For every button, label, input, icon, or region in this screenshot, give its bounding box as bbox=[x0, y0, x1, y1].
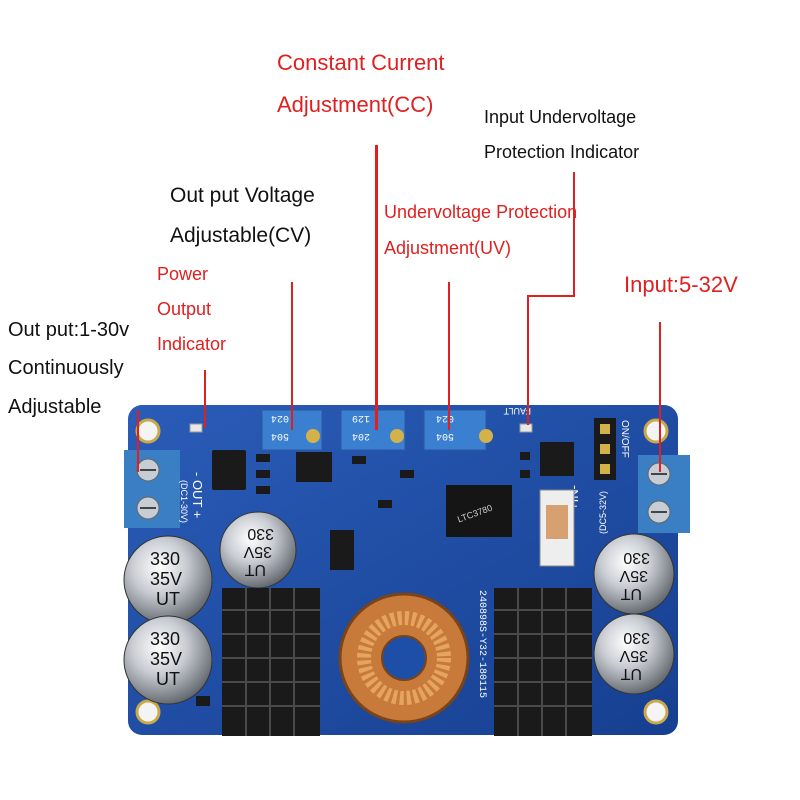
fault-led bbox=[519, 423, 533, 433]
power-label-line2: Output bbox=[157, 299, 212, 319]
cap-mid-volt: 35V bbox=[243, 543, 272, 560]
uv-pot-code: 504 bbox=[436, 430, 454, 441]
power-label-line3: Indicator bbox=[157, 334, 227, 354]
capacitor-right-bottom bbox=[593, 613, 675, 695]
uv-label-line1: Undervoltage Protection bbox=[384, 202, 578, 222]
cap-left-bottom-volt: 35V bbox=[150, 649, 182, 669]
power-led bbox=[189, 423, 203, 433]
cap-mid-value: 330 bbox=[247, 525, 274, 542]
power-pointer-line bbox=[204, 370, 206, 428]
cap-right-top-value: 330 bbox=[623, 549, 650, 566]
cc-pot-code: 204 bbox=[352, 430, 370, 441]
cc-label-line1: Constant Current bbox=[277, 50, 445, 75]
on-off-label: ON/OFF bbox=[619, 420, 630, 458]
output-pointer-line bbox=[137, 410, 139, 472]
cc-pointer-line bbox=[375, 145, 378, 430]
heatsink-right-fins bbox=[494, 588, 592, 736]
cap-right-bottom-value: 330 bbox=[623, 629, 650, 646]
cc-label-line2: Adjustment(CC) bbox=[277, 92, 434, 117]
cap-right-top-brand: UT bbox=[620, 585, 642, 602]
uv-label-line2: Adjustment(UV) bbox=[384, 238, 512, 258]
uvlo-indicator-label-line2: Protection Indicator bbox=[484, 142, 640, 162]
smd-components bbox=[196, 442, 574, 706]
uvlo-pointer-line-h bbox=[527, 295, 575, 297]
cap-right-top-volt: 35V bbox=[619, 567, 648, 584]
input-pointer-line bbox=[659, 322, 661, 472]
cv-pot-code2: 024 bbox=[271, 412, 289, 423]
cap-mid-brand: UT bbox=[244, 561, 266, 578]
power-label-line1: Power bbox=[157, 264, 209, 284]
out-label: - OUT + bbox=[190, 472, 205, 518]
cap-left-top-value: 330 bbox=[150, 549, 180, 569]
mounting-holes bbox=[135, 418, 669, 725]
cap-left-bottom-value: 330 bbox=[150, 629, 180, 649]
output-label-line3: Adjustable bbox=[8, 396, 102, 418]
uvlo-pointer-line-v2 bbox=[527, 295, 529, 425]
cap-right-bottom-brand: UT bbox=[620, 665, 642, 682]
cc-pot-code2: 129 bbox=[352, 412, 370, 423]
on-off-header bbox=[594, 418, 616, 480]
fault-label: FAULT bbox=[503, 406, 531, 416]
cap-left-bottom-brand: UT bbox=[156, 669, 180, 689]
cv-pointer-line bbox=[291, 282, 293, 430]
output-terminal-block bbox=[124, 450, 180, 528]
uvlo-pointer-line-v1 bbox=[573, 172, 575, 296]
in-range-label: (DC5-32V) bbox=[598, 491, 608, 534]
input-terminal-block bbox=[638, 455, 690, 533]
cap-left-top-volt: 35V bbox=[150, 569, 182, 589]
cv-label-line2: Adjustable(CV) bbox=[170, 224, 312, 247]
toroidal-inductor bbox=[338, 592, 470, 724]
cap-right-bottom-volt: 35V bbox=[619, 647, 648, 664]
capacitor-left-bottom bbox=[123, 615, 213, 705]
cv-label-line1: Out put Voltage bbox=[170, 184, 315, 207]
uv-potentiometer bbox=[423, 409, 493, 451]
slide-switch bbox=[539, 489, 575, 567]
cc-potentiometer bbox=[340, 409, 406, 451]
uvlo-indicator-label-line1: Input Undervoltage bbox=[484, 107, 637, 127]
cv-pot-code: 504 bbox=[271, 430, 289, 441]
uv-pointer-line bbox=[448, 282, 450, 430]
cap-left-top-brand: UT bbox=[156, 589, 180, 609]
uv-pot-code2: 024 bbox=[436, 412, 454, 423]
output-label-line2: Continuously bbox=[8, 357, 124, 379]
input-label: Input:5-32V bbox=[624, 272, 738, 297]
pcb-text: 240898S-Y32-180115 bbox=[476, 590, 487, 698]
heatsink-left-fins bbox=[222, 588, 320, 736]
controller-ic bbox=[446, 485, 512, 537]
output-label-line1: Out put:1-30v bbox=[8, 319, 130, 341]
out-range-label: (DC1-30V) bbox=[179, 480, 189, 523]
